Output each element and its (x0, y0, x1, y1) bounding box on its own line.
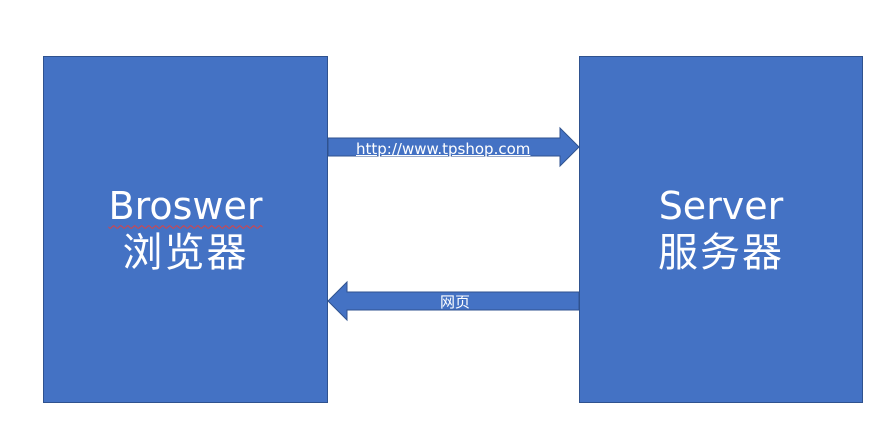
response-arrow (327, 280, 580, 322)
browser-title-text: Broswer (108, 183, 263, 228)
browser-subtitle: 浏览器 (122, 229, 249, 276)
browser-node: Broswer 浏览器 (43, 56, 328, 403)
request-arrow (327, 126, 580, 168)
server-title: Server (658, 183, 784, 228)
server-node: Server 服务器 (579, 56, 863, 403)
server-subtitle: 服务器 (658, 229, 784, 276)
response-arrow-label: 网页 (440, 293, 471, 311)
browser-title: Broswer (109, 183, 263, 229)
request-arrow-label: http://www.tpshop.com (356, 140, 531, 158)
